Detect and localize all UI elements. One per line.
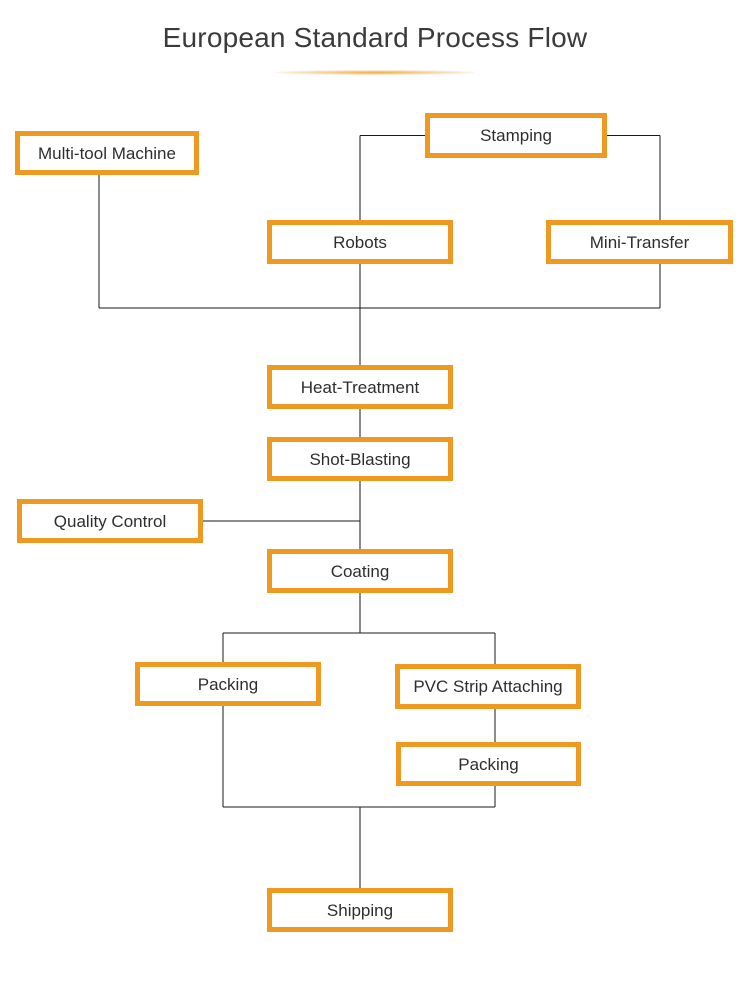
node-label: Coating [330,561,390,581]
node-packing-right[interactable]: Packing [396,742,581,786]
node-label: Shot-Blasting [309,449,411,469]
node-coating[interactable]: Coating [267,549,453,593]
node-stamping[interactable]: Stamping [425,113,607,158]
page-title: European Standard Process Flow [162,22,588,53]
node-mini-transfer[interactable]: Mini-Transfer [546,220,733,264]
node-label: Packing [458,754,519,774]
node-heat-treatment[interactable]: Heat-Treatment [267,365,453,409]
node-robots[interactable]: Robots [267,220,453,264]
node-label: Quality Control [53,511,167,531]
node-label: PVC Strip Attaching [413,677,563,696]
node-label: Shipping [326,900,394,920]
node-label: Stamping [480,126,552,145]
node-label: Multi-tool Machine [38,143,176,163]
node-shipping[interactable]: Shipping [267,888,453,932]
node-pvc-strip-attaching[interactable]: PVC Strip Attaching [395,664,581,709]
node-shot-blasting[interactable]: Shot-Blasting [267,437,453,481]
node-quality-control[interactable]: Quality Control [17,499,203,543]
node-label: Robots [333,232,387,252]
node-label: Packing [197,674,259,694]
node-multi-tool-machine[interactable]: Multi-tool Machine [15,131,199,175]
node-label: Heat-Treatment [300,377,420,397]
node-label: Mini-Transfer [589,232,690,252]
title-underline-ornament [275,70,475,75]
node-packing-left[interactable]: Packing [135,662,321,706]
